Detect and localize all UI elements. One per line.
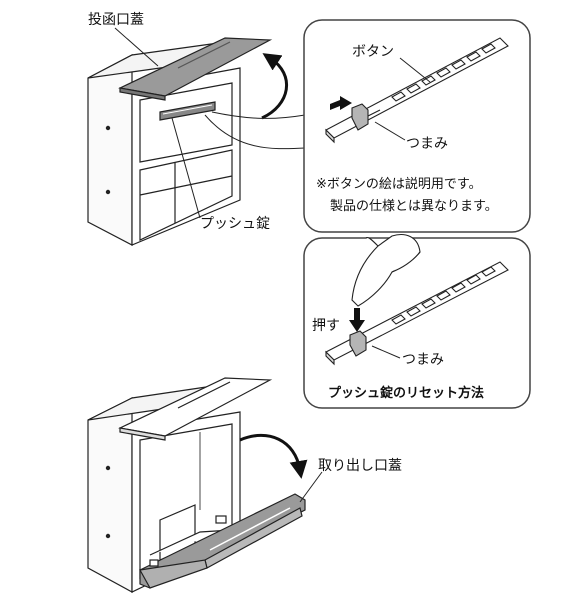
note-line-1: ※ボタンの絵は説明用です。 <box>316 177 482 192</box>
arrow-down-icon <box>349 308 365 332</box>
bottom-mailbox-illustration <box>87 377 306 594</box>
button-label: ボタン <box>352 44 394 60</box>
curved-arrow-icon <box>261 53 288 120</box>
takeout-lid-label: 取り出し口蓋 <box>318 458 402 474</box>
button-callout-panel <box>303 19 531 233</box>
lock-strip-top <box>325 37 509 144</box>
lock-strip-bottom <box>325 261 509 366</box>
press-label: 押す <box>312 318 340 334</box>
curved-arrow-icon <box>239 434 308 479</box>
reset-method-title: プッシュ錠のリセット方法 <box>328 386 485 401</box>
mail-slot-lid-label: 投函口蓋 <box>88 12 144 28</box>
knob-label-bottom: つまみ <box>402 352 444 368</box>
arrow-right-icon <box>330 96 352 110</box>
push-lock-label: プッシュ錠 <box>200 216 270 232</box>
note-line-2: 製品の仕様とは異なります。 <box>330 199 498 214</box>
knob-label-top: つまみ <box>406 136 448 152</box>
hand-icon <box>351 234 421 307</box>
